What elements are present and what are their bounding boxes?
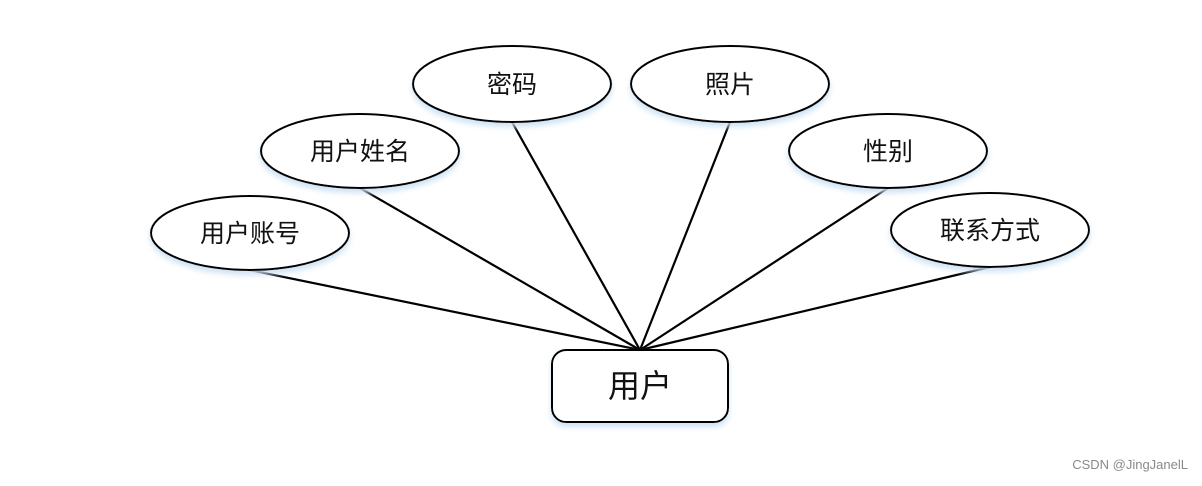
- attribute-label-password: 密码: [487, 70, 537, 99]
- entity-box-user: [551, 349, 729, 423]
- attribute-ellipse-photo: [630, 45, 830, 123]
- attribute-ellipse-user-account: [150, 195, 350, 271]
- connector-line-photo: [638, 121, 732, 351]
- connector-line-contact: [639, 265, 991, 352]
- attribute-label-contact: 联系方式: [940, 216, 1040, 245]
- attribute-ellipse-gender: [788, 113, 988, 189]
- attribute-label-user-name: 用户姓名: [310, 137, 410, 166]
- connector-line-password: [511, 121, 641, 351]
- connector-line-user-name: [359, 187, 641, 351]
- attribute-label-photo: 照片: [705, 70, 755, 99]
- connector-line-user-account: [249, 268, 641, 352]
- entity-label-user: 用户: [608, 367, 672, 405]
- attribute-ellipse-user-name: [260, 113, 460, 189]
- attribute-ellipse-contact: [890, 192, 1090, 268]
- attribute-label-gender: 性别: [863, 137, 913, 166]
- attribute-ellipse-password: [412, 45, 612, 123]
- connector-line-gender: [639, 187, 889, 351]
- csdn-watermark: CSDN @JingJanelL: [1072, 457, 1188, 472]
- attribute-label-user-account: 用户账号: [200, 219, 300, 248]
